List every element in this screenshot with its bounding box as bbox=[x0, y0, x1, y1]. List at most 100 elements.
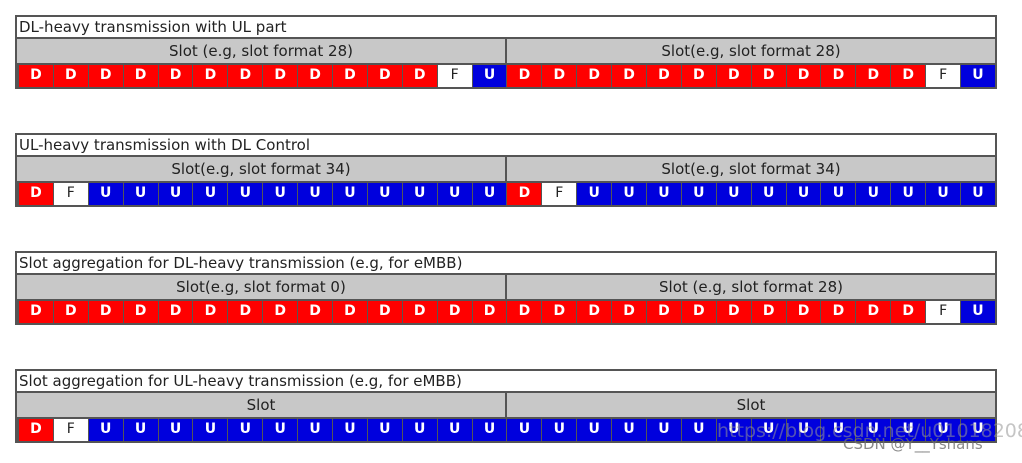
frame-block-1: DL-heavy transmission with UL part Slot … bbox=[15, 15, 997, 89]
uplink-symbol: U bbox=[402, 183, 437, 205]
downlink-symbol: D bbox=[681, 301, 716, 323]
uplink-symbol: U bbox=[193, 183, 228, 205]
downlink-symbol: D bbox=[612, 65, 647, 87]
downlink-symbol: D bbox=[786, 301, 821, 323]
downlink-symbol: D bbox=[228, 301, 263, 323]
uplink-symbol: U bbox=[228, 419, 263, 441]
uplink-symbol: U bbox=[577, 183, 612, 205]
uplink-symbol: U bbox=[681, 183, 716, 205]
uplink-symbol: U bbox=[647, 419, 681, 441]
uplink-symbol: U bbox=[821, 183, 856, 205]
downlink-symbol: D bbox=[158, 65, 193, 87]
slot-header-row: Slot(e.g, slot format 0) Slot (e.g, slot… bbox=[15, 275, 997, 299]
slot-label: Slot(e.g, slot format 34) bbox=[171, 160, 351, 178]
downlink-symbol: D bbox=[88, 301, 123, 323]
uplink-symbol: U bbox=[507, 419, 542, 441]
uplink-symbol: U bbox=[961, 65, 995, 87]
slot-header-row: Slot Slot bbox=[15, 393, 997, 417]
uplink-symbol: U bbox=[298, 419, 333, 441]
uplink-symbol: U bbox=[123, 419, 158, 441]
uplink-symbol: U bbox=[856, 419, 891, 441]
flexible-symbol: F bbox=[437, 65, 472, 87]
uplink-symbol: U bbox=[961, 301, 995, 323]
uplink-symbol: U bbox=[821, 419, 856, 441]
downlink-symbol: D bbox=[821, 301, 856, 323]
downlink-symbol: D bbox=[472, 301, 507, 323]
slot-label: Slot (e.g, slot format 28) bbox=[505, 275, 995, 299]
downlink-symbol: D bbox=[751, 65, 786, 87]
downlink-symbol: D bbox=[123, 301, 158, 323]
downlink-symbol: D bbox=[821, 65, 856, 87]
downlink-symbol: D bbox=[542, 65, 577, 87]
uplink-symbol: U bbox=[367, 419, 402, 441]
uplink-symbol: U bbox=[612, 419, 647, 441]
downlink-symbol: D bbox=[577, 301, 612, 323]
uplink-symbol: U bbox=[961, 183, 995, 205]
uplink-symbol: U bbox=[751, 183, 786, 205]
uplink-symbol: U bbox=[123, 183, 158, 205]
downlink-symbol: D bbox=[298, 301, 333, 323]
flexible-symbol: F bbox=[542, 183, 577, 205]
downlink-symbol: D bbox=[193, 65, 228, 87]
frame-block-3: Slot aggregation for DL-heavy transmissi… bbox=[15, 251, 997, 325]
uplink-symbol: U bbox=[88, 419, 123, 441]
slot-label: Slot(e.g, slot format 34) bbox=[505, 157, 995, 181]
downlink-symbol: D bbox=[402, 65, 437, 87]
slot-label: Slot bbox=[246, 396, 276, 414]
downlink-symbol: D bbox=[507, 301, 542, 323]
downlink-symbol: D bbox=[333, 301, 367, 323]
uplink-symbol: U bbox=[681, 419, 716, 441]
uplink-symbol: U bbox=[577, 419, 612, 441]
slot-label: Slot(e.g, slot format 28) bbox=[505, 39, 995, 63]
downlink-symbol: D bbox=[751, 301, 786, 323]
slot-header-row: Slot(e.g, slot format 34) Slot(e.g, slot… bbox=[15, 157, 997, 181]
uplink-symbol: U bbox=[786, 419, 821, 441]
downlink-symbol: D bbox=[647, 301, 681, 323]
uplink-symbol: U bbox=[228, 183, 263, 205]
downlink-symbol: D bbox=[298, 65, 333, 87]
downlink-symbol: D bbox=[577, 65, 612, 87]
uplink-symbol: U bbox=[612, 183, 647, 205]
downlink-symbol: D bbox=[891, 301, 926, 323]
downlink-symbol: D bbox=[158, 301, 193, 323]
downlink-symbol: D bbox=[402, 301, 437, 323]
downlink-symbol: D bbox=[53, 301, 88, 323]
downlink-symbol: D bbox=[123, 65, 158, 87]
uplink-symbol: U bbox=[402, 419, 437, 441]
flexible-symbol: F bbox=[926, 65, 961, 87]
slot-label: Slot bbox=[505, 393, 995, 417]
flexible-symbol: F bbox=[53, 419, 88, 441]
uplink-symbol: U bbox=[472, 65, 507, 87]
downlink-symbol: D bbox=[647, 65, 681, 87]
uplink-symbol: U bbox=[856, 183, 891, 205]
downlink-symbol: D bbox=[367, 301, 402, 323]
downlink-symbol: D bbox=[716, 301, 751, 323]
downlink-symbol: D bbox=[193, 301, 228, 323]
uplink-symbol: U bbox=[961, 419, 995, 441]
flexible-symbol: F bbox=[53, 183, 88, 205]
block-title: Slot aggregation for DL-heavy transmissi… bbox=[15, 251, 997, 275]
downlink-symbol: D bbox=[19, 301, 53, 323]
downlink-symbol: D bbox=[19, 419, 53, 441]
slot-label: Slot (e.g, slot format 28) bbox=[169, 42, 353, 60]
downlink-symbol: D bbox=[88, 65, 123, 87]
downlink-symbol: D bbox=[612, 301, 647, 323]
uplink-symbol: U bbox=[472, 183, 507, 205]
slot-label: Slot(e.g, slot format 0) bbox=[176, 278, 346, 296]
downlink-symbol: D bbox=[263, 65, 298, 87]
uplink-symbol: U bbox=[298, 183, 333, 205]
frame-block-2: UL-heavy transmission with DL Control Sl… bbox=[15, 133, 997, 207]
watermark-credit: CSDN @Y__Yshans bbox=[843, 435, 983, 453]
uplink-symbol: U bbox=[891, 419, 926, 441]
downlink-symbol: D bbox=[437, 301, 472, 323]
slot-header-row: Slot (e.g, slot format 28) Slot(e.g, slo… bbox=[15, 39, 997, 63]
uplink-symbol: U bbox=[716, 419, 751, 441]
uplink-symbol: U bbox=[926, 419, 961, 441]
uplink-symbol: U bbox=[263, 419, 298, 441]
uplink-symbol: U bbox=[88, 183, 123, 205]
uplink-symbol: U bbox=[333, 419, 367, 441]
downlink-symbol: D bbox=[716, 65, 751, 87]
uplink-symbol: U bbox=[751, 419, 786, 441]
